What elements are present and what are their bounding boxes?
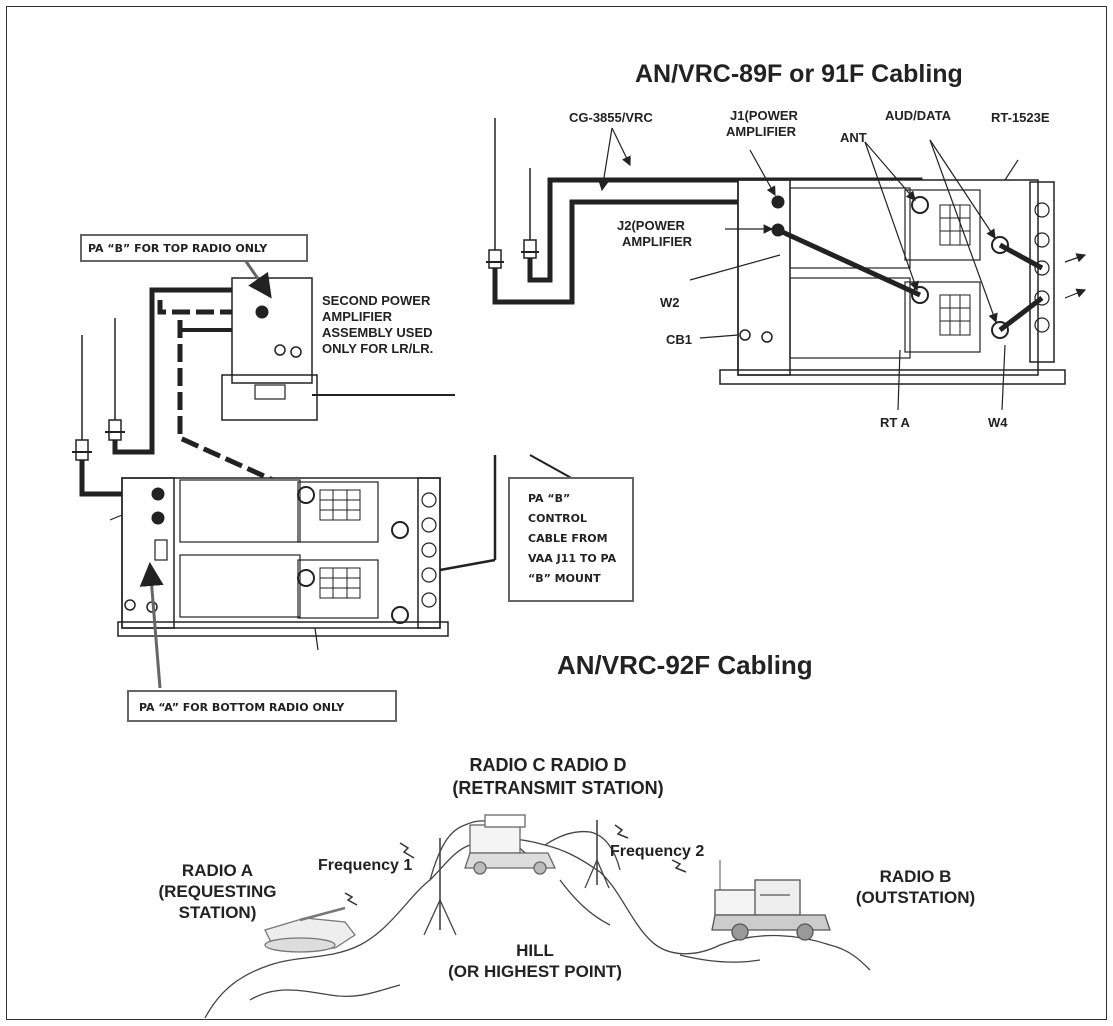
hill-line2: (OR HIGHEST POINT) (448, 962, 622, 981)
label-rt-a: RT A (880, 415, 910, 430)
label-ant: ANT (840, 130, 867, 145)
radio-a-line1: RADIO A (181, 861, 254, 880)
radio-a-line3: STATION) (178, 903, 257, 922)
radio-b-line2: (OUTSTATION) (855, 888, 976, 907)
label-j1-line2: AMPLIFIER (726, 124, 797, 139)
label-rt-1523e: RT-1523E (991, 110, 1050, 125)
terrain-scene (204, 814, 871, 1019)
label-cb1: CB1 (666, 332, 693, 347)
label-second-pa-line3: ASSEMBLY USED (322, 325, 433, 340)
box-control-cable: PA “B” CONTROL CABLE FROM VAA J11 TO PA … (508, 477, 634, 602)
hill-line1: HILL (516, 941, 554, 960)
label-j2-line2: AMPLIFIER (622, 234, 693, 249)
label-cg-3855: CG-3855/VRC (569, 110, 653, 125)
figure-frame (6, 6, 1107, 1020)
label-w2: W2 (660, 295, 680, 310)
retransmit-vehicle-icon (464, 814, 557, 875)
title-vrc-89f: AN/VRC-89F or 91F Cabling (635, 60, 963, 88)
label-second-pa-line2: AMPLIFIER (322, 309, 393, 324)
label-aud-data: AUD/DATA (885, 108, 951, 123)
control-line2: CONTROL (528, 512, 587, 525)
label-j1-line1: J1(POWER (730, 108, 798, 123)
radio-a-line2: (REQUESTING (158, 882, 277, 901)
box-pa-b-top-radio: PA “B” FOR TOP RADIO ONLY (80, 234, 308, 262)
control-line4: VAA J11 TO PA (528, 552, 617, 565)
title-vrc-92f: AN/VRC-92F Cabling (557, 650, 813, 680)
label-second-pa-line4: ONLY FOR LR/LR. (322, 341, 434, 356)
label-radio-b: RADIO B (OUTSTATION) (838, 866, 993, 908)
label-second-pa-line1: SECOND POWER (322, 293, 431, 308)
radio-b-line1: RADIO B (879, 867, 952, 886)
top-cabling-drawing (486, 118, 1087, 411)
box-pa-a-bottom-radio: PA “A” FOR BOTTOM RADIO ONLY (127, 690, 397, 722)
label-hill: HILL (OR HIGHEST POINT) (420, 940, 650, 982)
label-radio-cd: RADIO C RADIO D (469, 755, 627, 775)
label-j2-line1: J2(POWER (617, 218, 685, 233)
tank-icon (264, 906, 356, 953)
label-w4: W4 (988, 415, 1008, 430)
label-frequency-2: Frequency 2 (610, 843, 705, 860)
label-frequency-1: Frequency 1 (318, 857, 413, 874)
humvee-icon (711, 860, 831, 941)
left-cabling-drawing (72, 259, 576, 689)
label-radio-a: RADIO A (REQUESTING STATION) (140, 860, 295, 923)
control-line3: CABLE FROM (528, 532, 608, 545)
label-retransmit-station: (RETRANSMIT STATION) (452, 778, 664, 798)
control-line1: PA “B” (528, 492, 571, 505)
control-line5: “B” MOUNT (528, 572, 601, 585)
